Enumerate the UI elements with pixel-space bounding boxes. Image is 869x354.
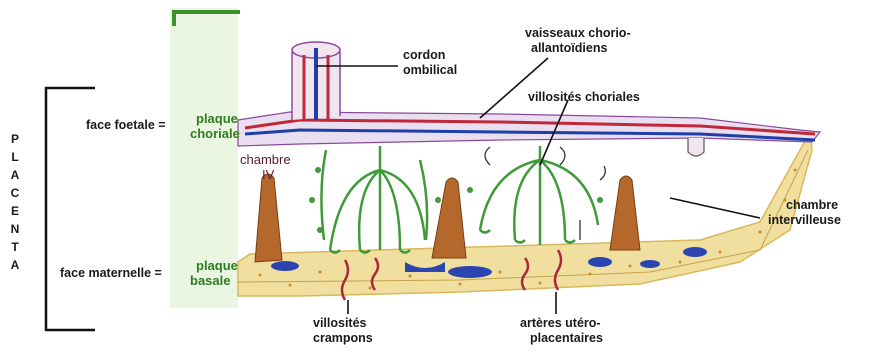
label-line: vaisseaux chorio- <box>525 26 631 41</box>
label-line: choriale <box>190 126 240 141</box>
label-line: basale <box>190 273 238 288</box>
placenta-letter: C <box>8 184 22 202</box>
label-line: chambre <box>240 152 291 167</box>
vessel-stub <box>688 138 704 156</box>
label-line: plaque <box>190 258 238 273</box>
label-line: allantoïdiens <box>525 41 631 56</box>
label-line: intervilleuse <box>768 213 841 228</box>
label-face-maternelle: face maternelle = <box>60 266 162 281</box>
label-arteres: artères utéro- placentaires <box>520 316 603 346</box>
label-line: artères utéro- <box>520 316 603 331</box>
label-line: cordon <box>403 48 457 63</box>
label-line: chambre <box>768 198 841 213</box>
label-chambre-iv: chambre IV <box>240 152 291 182</box>
placenta-letter: A <box>8 166 22 184</box>
placenta-letter: P <box>8 130 22 148</box>
label-villosites-crampons: villosités crampons <box>313 316 373 346</box>
placenta-letter: T <box>8 238 22 256</box>
label-line: IV <box>240 167 291 182</box>
label-chambre-intervilleuse: chambre intervilleuse <box>768 198 841 228</box>
label-face-foetale: face foetale = <box>86 118 166 133</box>
label-line: villosités <box>313 316 373 331</box>
label-line: ombilical <box>403 63 457 78</box>
label-line: placentaires <box>520 331 603 346</box>
label-plaque-basale: plaque basale <box>190 258 238 288</box>
label-vaisseaux: vaisseaux chorio- allantoïdiens <box>525 26 631 56</box>
villous-tree-left <box>321 146 427 253</box>
label-cordon-ombilical: cordon ombilical <box>403 48 457 78</box>
label-line: plaque <box>190 111 240 126</box>
label-villosites-choriales: villosités choriales <box>528 90 640 105</box>
placenta-vertical-label: P L A C E N T A <box>8 130 22 274</box>
label-plaque-choriale: plaque choriale <box>190 111 240 141</box>
placenta-letter: L <box>8 148 22 166</box>
placenta-letter: E <box>8 202 22 220</box>
label-line: crampons <box>313 331 373 346</box>
placenta-letter: N <box>8 220 22 238</box>
placenta-letter: A <box>8 256 22 274</box>
